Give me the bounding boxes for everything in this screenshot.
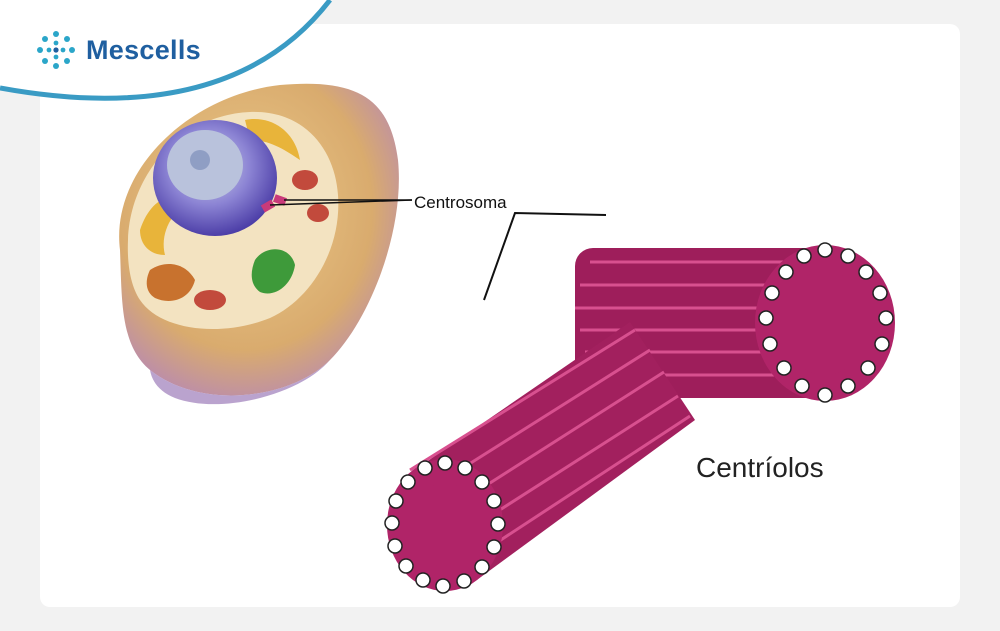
centriole-diagonal [384,322,695,594]
centrosome-label: Centrosoma [414,193,507,212]
brand[interactable]: Mescells [36,30,201,70]
brand-name: Mescells [86,34,201,65]
centrioles-label: Centríolos [696,452,824,483]
cell-cluster-logo-icon [37,31,75,69]
